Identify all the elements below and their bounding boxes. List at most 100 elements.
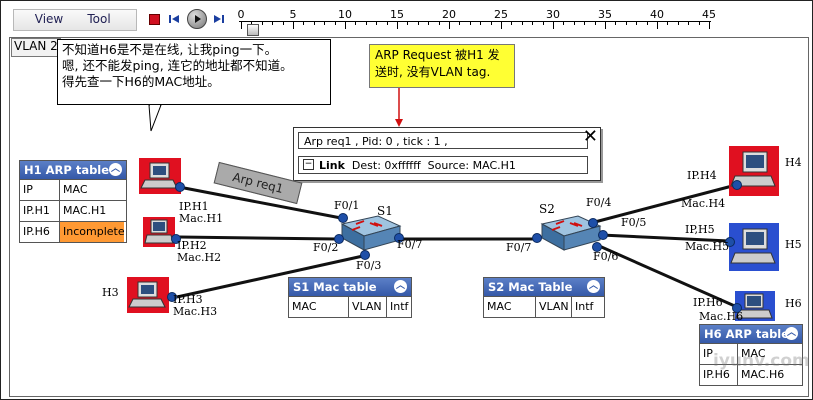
timeline-tick	[469, 21, 471, 25]
timeline-tick-label: 10	[338, 8, 352, 21]
vlan-label: VLAN 2	[11, 38, 61, 57]
watermark: iyunv.com	[713, 351, 810, 371]
timeline-tick	[480, 21, 482, 25]
timeline-tick	[303, 21, 305, 25]
port-dot	[592, 242, 602, 252]
bubble-line: 不知道H6是不是在线, 让我ping一下。	[62, 42, 278, 57]
host-h1[interactable]	[139, 158, 181, 194]
timeline-tick	[313, 21, 315, 25]
bubble-line: 嗯, 还不能发ping, 连它的地址都不知道。	[62, 58, 293, 73]
timeline-tick	[605, 21, 606, 29]
port-dot	[175, 182, 185, 192]
host-mac: Mac.H5	[685, 240, 730, 253]
host-h6[interactable]	[735, 291, 775, 321]
port-dot	[598, 230, 608, 240]
table-cell: MAC	[484, 297, 536, 317]
port-label: F0/3	[356, 259, 382, 272]
timeline-tick	[532, 21, 534, 25]
timeline-tick	[293, 21, 294, 29]
chevron-up-icon[interactable]: ︿	[394, 280, 407, 293]
rewind-icon[interactable]	[167, 12, 181, 26]
link-h1-s1	[178, 185, 342, 220]
host-ip: IP.H3	[173, 293, 203, 306]
link-s2-h4	[590, 183, 737, 225]
timeline-tick-label: 5	[289, 8, 297, 21]
bubble-line: 得先查一下H6的MAC地址。	[62, 74, 220, 89]
timeline-tick	[376, 21, 378, 25]
chevron-up-icon[interactable]: ︿	[785, 327, 798, 340]
port-dot	[360, 250, 370, 260]
timeline-tick-label: 25	[494, 8, 508, 21]
fast-forward-icon[interactable]	[212, 12, 226, 26]
table-cell: MAC.H1	[63, 204, 107, 217]
switch-s1[interactable]	[334, 214, 402, 256]
stop-icon[interactable]	[147, 12, 161, 26]
port-dot	[532, 233, 542, 243]
timeline-tick-label: 0	[237, 8, 245, 21]
timeline-tick	[428, 21, 430, 25]
port-label: F0/5	[621, 216, 647, 229]
host-name: H4	[785, 156, 802, 169]
timeline-tick	[241, 21, 242, 29]
port-dot	[725, 237, 735, 247]
timeline-tick	[282, 21, 284, 25]
port-label: F0/2	[313, 241, 339, 254]
timeline-tick	[573, 21, 575, 25]
table-cell: IP.H1	[20, 201, 60, 221]
table-cell: IP.H6	[20, 222, 60, 242]
host-h5[interactable]	[729, 223, 779, 271]
timeline-tick	[490, 21, 492, 25]
computer-icon	[730, 151, 776, 187]
host-h3[interactable]	[127, 277, 169, 313]
timeline-tick	[563, 21, 565, 25]
timeline-tick	[511, 21, 513, 25]
table-cell: IP	[20, 180, 60, 200]
chevron-up-icon[interactable]: ︿	[109, 163, 122, 176]
timeline-tick-label: 15	[390, 8, 404, 21]
computer-icon	[140, 162, 178, 189]
timeline-axis	[239, 21, 711, 22]
host-h2[interactable]	[143, 217, 175, 247]
table-header: H6 ARP table︿	[700, 325, 802, 343]
table-cell: MAC	[63, 183, 88, 196]
timeline-tick	[709, 21, 710, 29]
note-line: ARP Request 被H1 发	[375, 48, 500, 62]
switch-s2[interactable]	[534, 214, 602, 256]
table-cell: IP	[700, 344, 738, 364]
port-dot	[732, 303, 742, 313]
port-dot	[338, 213, 348, 223]
timeline-tick	[501, 21, 502, 29]
timeline-slider-handle[interactable]	[247, 24, 259, 36]
collapse-icon[interactable]: −	[303, 159, 314, 170]
tool-menu[interactable]: Tool	[87, 12, 111, 26]
port-label: F0/1	[334, 199, 360, 212]
timeline-tick	[407, 21, 409, 25]
view-menu[interactable]: View	[34, 12, 64, 26]
link-detail: Dest: 0xffffff Source: MAC.H1	[344, 159, 516, 172]
close-icon[interactable]: ✕	[582, 126, 598, 147]
host-name: H6	[785, 297, 802, 310]
timeline-tick	[553, 21, 554, 29]
play-icon[interactable]	[187, 9, 207, 29]
link-h3-s1	[176, 254, 364, 299]
timeline-tick-label: 40	[650, 8, 664, 21]
host-ip: IP.H4	[687, 169, 717, 182]
chevron-up-icon[interactable]: ︿	[587, 280, 600, 293]
timeline-tick	[324, 21, 326, 25]
timeline-tick	[438, 21, 440, 25]
port-dot	[732, 180, 742, 190]
host-name: H5	[785, 238, 802, 251]
timeline-tick-label: 30	[546, 8, 560, 21]
packet-detail-popup: Arp req1 , Pid: 0 , tick : 1 , ✕ − Link …	[293, 127, 601, 181]
port-label: F0/6	[593, 250, 619, 263]
computer-icon	[144, 219, 174, 244]
